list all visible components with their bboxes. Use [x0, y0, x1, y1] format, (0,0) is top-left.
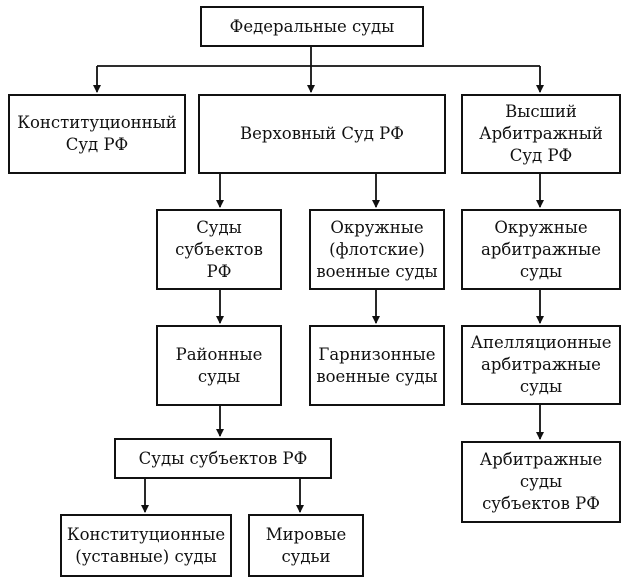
constitutional-court-box: Конституционный Суд РФ: [8, 94, 186, 174]
subject-courts-2-box: Суды субъектов РФ: [114, 438, 332, 479]
subject-courts-2-label: Суды субъектов РФ: [138, 448, 308, 468]
supreme-arbitration-box: Высший Арбитражный Суд РФ: [461, 94, 621, 174]
district-arbitration-label: Окружные арбитражные суды: [481, 217, 601, 281]
constitutional-charter-label: Конституционные (уставные) суды: [66, 524, 226, 566]
federal-courts-box: Федеральные суды: [200, 6, 424, 47]
supreme-arbitration-label: Высший Арбитражный Суд РФ: [479, 102, 603, 165]
district-arbitration-box: Окружные арбитражные суды: [461, 209, 621, 290]
district-military-label: Окружные (флотские) военные суды: [316, 217, 438, 281]
regional-courts-label: Районные суды: [175, 344, 263, 386]
constitutional-charter-box: Конституционные (уставные) суды: [60, 514, 232, 577]
appeal-arbitration-box: Апелляционные арбитражные суды: [461, 325, 621, 405]
garrison-military-box: Гарнизонные военные суды: [309, 325, 445, 406]
arbitration-subjects-box: Арбитражные суды субъектов РФ: [461, 441, 621, 523]
subject-courts-box: Суды субъектов РФ: [156, 209, 282, 290]
magistrate-courts-box: Мировые судьи: [248, 514, 364, 577]
federal-courts-label: Федеральные суды: [229, 16, 395, 36]
magistrate-courts-label: Мировые судьи: [265, 524, 347, 566]
constitutional-court-label: Конституционный Суд РФ: [17, 113, 177, 154]
regional-courts-box: Районные суды: [156, 325, 282, 406]
arbitration-subjects-label: Арбитражные суды субъектов РФ: [479, 450, 603, 513]
supreme-court-box: Верховный Суд РФ: [198, 94, 446, 174]
district-military-box: Окружные (флотские) военные суды: [309, 209, 445, 290]
supreme-court-label: Верховный Суд РФ: [240, 124, 404, 143]
appeal-arbitration-label: Апелляционные арбитражные суды: [470, 333, 612, 396]
subject-courts-label: Суды субъектов РФ: [175, 217, 263, 281]
garrison-military-label: Гарнизонные военные суды: [316, 344, 438, 386]
